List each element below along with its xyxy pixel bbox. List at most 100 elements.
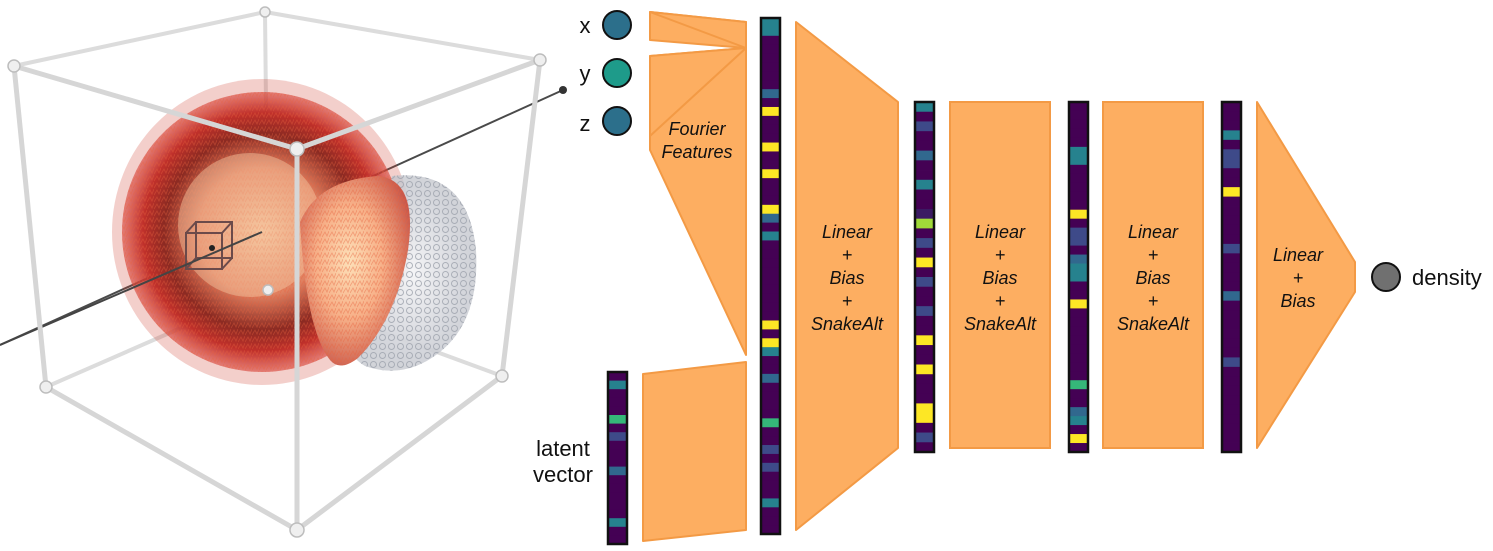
- vector-cell: [1069, 335, 1088, 345]
- vector-cell: [761, 53, 780, 63]
- vector-cell: [761, 311, 780, 321]
- vector-cell: [1222, 395, 1241, 406]
- vector-cell: [761, 356, 780, 366]
- vector-cell: [608, 440, 627, 450]
- vector-cell: [1222, 120, 1241, 131]
- vector-cell: [915, 189, 934, 200]
- vector-cell: [1069, 209, 1088, 220]
- vector-cell: [1222, 177, 1241, 188]
- hidden-vector-column-3: [1220, 100, 1243, 454]
- input-circle-x: [602, 10, 632, 40]
- vector-cell: [761, 18, 780, 28]
- vector-cell: [1222, 423, 1241, 434]
- vector-cell: [1069, 155, 1088, 166]
- vector-cell: [608, 518, 627, 528]
- svg-text:+: +: [842, 245, 853, 265]
- vector-cell: [761, 525, 780, 535]
- vector-cell: [1222, 357, 1241, 368]
- vector-cell: [761, 489, 780, 499]
- vector-cell: [915, 170, 934, 181]
- vector-cell: [1222, 234, 1241, 245]
- vector-cell: [1222, 281, 1241, 292]
- vector-cell: [915, 150, 934, 161]
- vector-cell: [915, 296, 934, 307]
- vector-cell: [1222, 376, 1241, 387]
- vector-cell: [1069, 425, 1088, 435]
- vector-cell: [1069, 299, 1088, 309]
- vector-cell: [915, 335, 934, 346]
- vector-cell: [761, 507, 780, 517]
- vector-cell: [915, 374, 934, 385]
- vector-cell: [1222, 433, 1241, 443]
- svg-text:SnakeAlt: SnakeAlt: [1117, 314, 1190, 334]
- vector-cell: [1222, 262, 1241, 273]
- vector-cell: [1222, 139, 1241, 150]
- vector-cell: [761, 142, 780, 152]
- hidden-layer-3-block: [1102, 101, 1204, 449]
- vector-cell: [761, 258, 780, 268]
- vector-cell: [761, 115, 780, 126]
- vector-cell: [915, 257, 934, 268]
- vector-cell: [761, 338, 780, 348]
- vector-cell: [608, 475, 627, 485]
- vector-cell: [761, 204, 780, 215]
- vector-cell: [761, 249, 780, 259]
- vector-cell: [761, 240, 780, 250]
- vector-cell: [1222, 366, 1241, 377]
- input-label-y: y: [580, 61, 591, 86]
- vector-cell: [1069, 407, 1088, 417]
- hidden-vector-column-2: [1067, 100, 1090, 454]
- svg-text:Bias: Bias: [1135, 268, 1170, 288]
- vector-cell: [761, 71, 780, 81]
- svg-text:Bias: Bias: [1280, 291, 1315, 311]
- vector-cell: [761, 124, 780, 135]
- vector-cell: [1222, 310, 1241, 320]
- svg-text:Linear: Linear: [975, 222, 1026, 242]
- input-nodes: x y z: [580, 10, 632, 136]
- vector-cell: [1222, 253, 1241, 264]
- vector-cell: [761, 195, 780, 206]
- vector-cell: [1222, 196, 1241, 207]
- vector-cell: [1222, 300, 1241, 311]
- vector-cell: [1069, 416, 1088, 426]
- vector-cell: [1222, 215, 1241, 226]
- vector-cell: [761, 178, 780, 188]
- hidden-layer-3-label: Linear + Bias + SnakeAlt: [1117, 222, 1190, 334]
- vector-cell: [915, 364, 934, 375]
- vector-cell: [761, 133, 780, 143]
- hidden-layer-2-label: Linear + Bias + SnakeAlt: [964, 222, 1037, 334]
- vector-cell: [761, 391, 780, 401]
- vector-cell: [1069, 182, 1088, 193]
- vector-cell: [761, 160, 780, 170]
- vector-cell: [761, 382, 780, 393]
- vector-cell: [761, 373, 780, 384]
- vector-cell: [1069, 128, 1088, 139]
- hidden-layer-2-block: [949, 101, 1051, 449]
- axis-end-marker: [559, 86, 567, 94]
- input-circle-z: [602, 106, 632, 136]
- vector-cell: [1222, 224, 1241, 235]
- vector-cell: [1222, 272, 1241, 283]
- vector-frame: [606, 370, 629, 546]
- vector-cell: [761, 427, 780, 437]
- vector-frame: [1067, 100, 1090, 454]
- vector-cell: [915, 102, 934, 113]
- bounding-box-front-edges: [11, 57, 543, 533]
- vector-cell: [761, 26, 780, 37]
- vector-cell: [608, 432, 627, 442]
- vector-cell: [1069, 137, 1088, 148]
- vector-cell: [1069, 443, 1088, 453]
- vector-cell: [608, 397, 627, 407]
- vector-cell: [1069, 254, 1088, 264]
- vector-cell: [1069, 380, 1088, 390]
- input-node-y: y: [580, 58, 632, 88]
- vector-cell: [1222, 130, 1241, 141]
- hidden-vector-column-1: [913, 100, 936, 454]
- vector-cell: [761, 453, 780, 464]
- vector-cell: [1069, 308, 1088, 318]
- svg-text:+: +: [1148, 245, 1159, 265]
- vector-cell: [1069, 434, 1088, 444]
- vector-cell: [608, 535, 627, 545]
- vector-cell: [608, 380, 627, 390]
- output-layer-label: Linear + Bias: [1273, 245, 1324, 311]
